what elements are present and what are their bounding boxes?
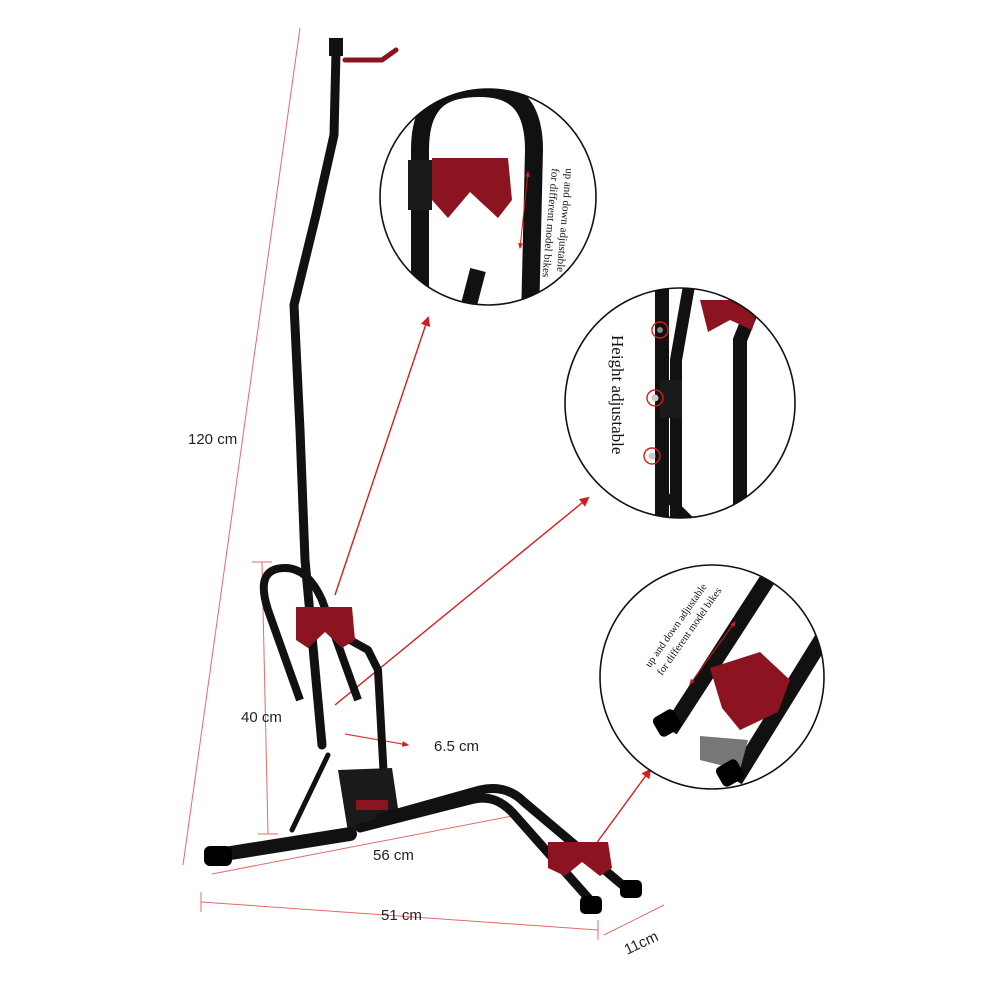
callout-bottom: up and down adjustable for different mod…: [599, 564, 825, 790]
dim-line-base-length: [200, 901, 599, 931]
label-wheel-width: 11cm: [622, 928, 661, 958]
dim-line-height-total: [182, 27, 301, 866]
cradle-block: [296, 607, 355, 648]
top-hook: [342, 47, 399, 63]
dim-line-wheel-width: [603, 904, 665, 936]
dim-line-height-cradle: [261, 561, 269, 835]
callout-middle: Height adjustable: [564, 287, 796, 519]
adjust-arrow-bottom: [689, 621, 736, 685]
label-height-cradle: 40 cm: [241, 709, 282, 726]
callout-top: up and down adjustable for different mod…: [379, 88, 597, 306]
front-wheel-block: [548, 842, 612, 876]
label-height-total: 120 cm: [188, 431, 237, 448]
callout-middle-text: Height adjustable: [608, 335, 627, 454]
arrow-to-middle-callout: [334, 496, 590, 706]
label-slot-width: 6.5 cm: [434, 738, 479, 755]
dim-line-slot-width: [344, 733, 410, 747]
dim-line-base-depth: [211, 815, 513, 875]
dimension-lines: [182, 27, 665, 940]
label-base-length: 51 cm: [381, 907, 422, 924]
adjust-arrow-top: [518, 170, 530, 250]
arrow-to-top-callout: [334, 316, 431, 596]
arrow-to-bottom-callout: [589, 768, 652, 853]
dimension-labels: 120 cm 40 cm 6.5 cm 56 cm 51 cm 11cm: [188, 431, 661, 958]
bike-stand: [204, 38, 642, 914]
label-base-depth: 56 cm: [373, 847, 414, 864]
